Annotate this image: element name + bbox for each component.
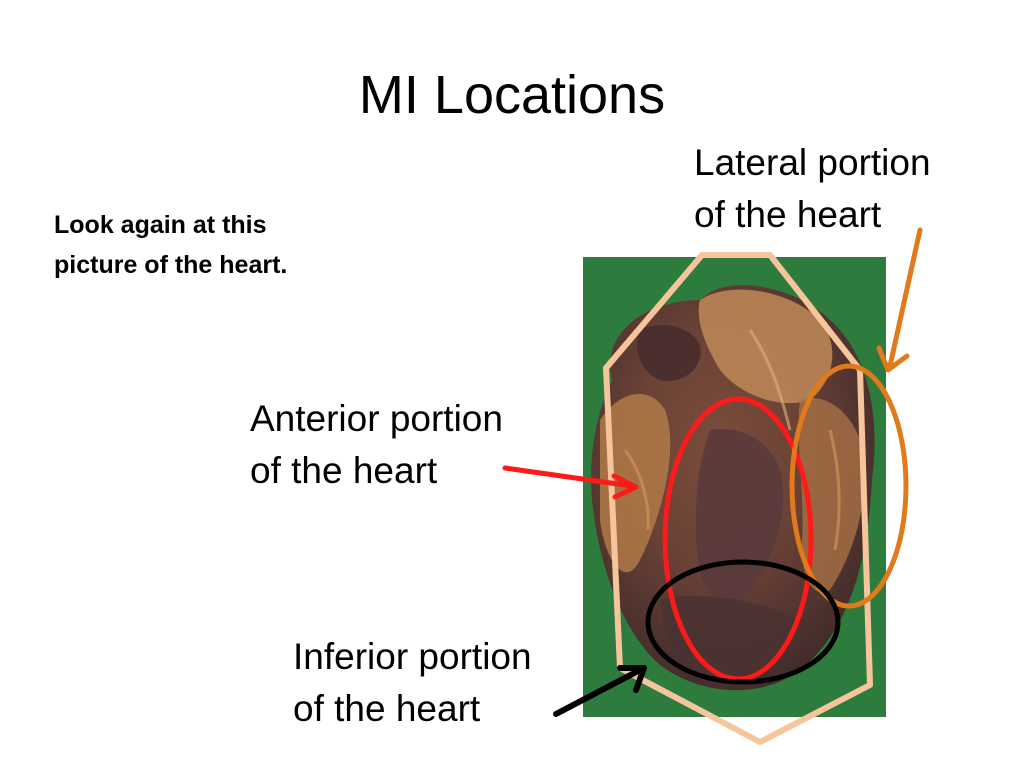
anterior-arrow [502,465,639,500]
inferior-region-ellipse [645,559,841,685]
note-line-2: picture of the heart. [54,251,288,279]
anterior-label: Anterior portion of the heart [250,393,503,497]
inferior-arrow [553,665,647,717]
inferior-label: Inferior portion of the heart [293,631,532,735]
instruction-note: Look again at this picture of the heart. [54,205,374,285]
note-line-1: Look again at this [54,211,267,239]
lateral-label-line-1: Lateral portion [694,142,931,183]
anterior-region-ellipse [662,396,814,682]
inferior-label-line-1: Inferior portion [293,636,532,677]
anterior-label-line-2: of the heart [250,450,438,491]
lateral-region-ellipse [789,363,909,609]
lateral-arrow [876,227,923,373]
anterior-label-line-1: Anterior portion [250,398,503,439]
inferior-label-line-2: of the heart [293,688,481,729]
slide-title: MI Locations [358,65,666,125]
heart-outline-hexagon [603,252,873,745]
lateral-label-line-2: of the heart [694,194,882,235]
lateral-label: Lateral portion of the heart [694,137,931,241]
